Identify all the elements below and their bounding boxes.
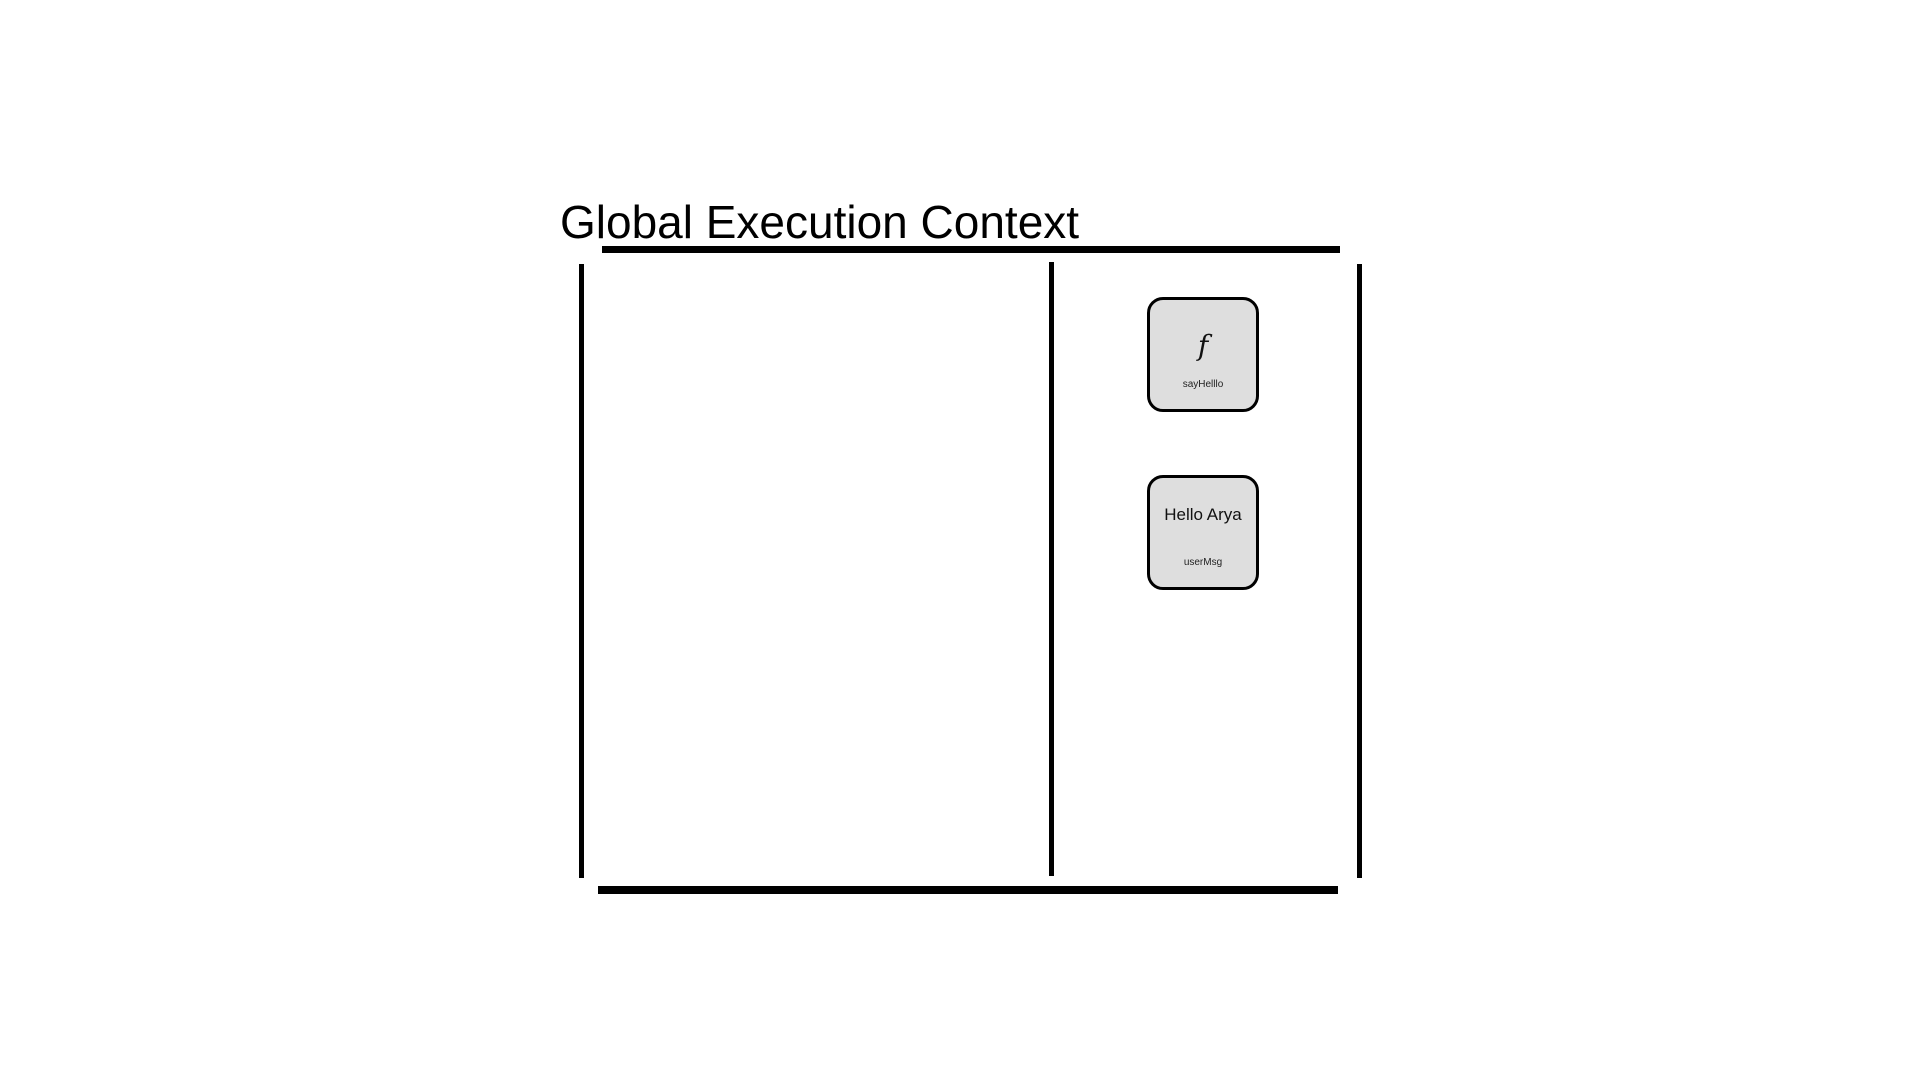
function-icon: f [1197,329,1209,362]
diagram-title: Global Execution Context [560,196,1080,248]
right-border-line [1357,264,1362,878]
memory-card-variable: Hello Arya userMsg [1147,475,1259,590]
bottom-border-line [598,886,1338,894]
memory-card-function: f sayHelllo [1147,297,1259,412]
top-border-line [602,246,1340,253]
section-divider-line [1049,262,1054,876]
left-border-line [579,264,584,878]
memory-card-label: sayHelllo [1182,379,1224,390]
memory-card-value: Hello Arya [1164,505,1242,524]
memory-card-label: userMsg [1183,557,1223,568]
